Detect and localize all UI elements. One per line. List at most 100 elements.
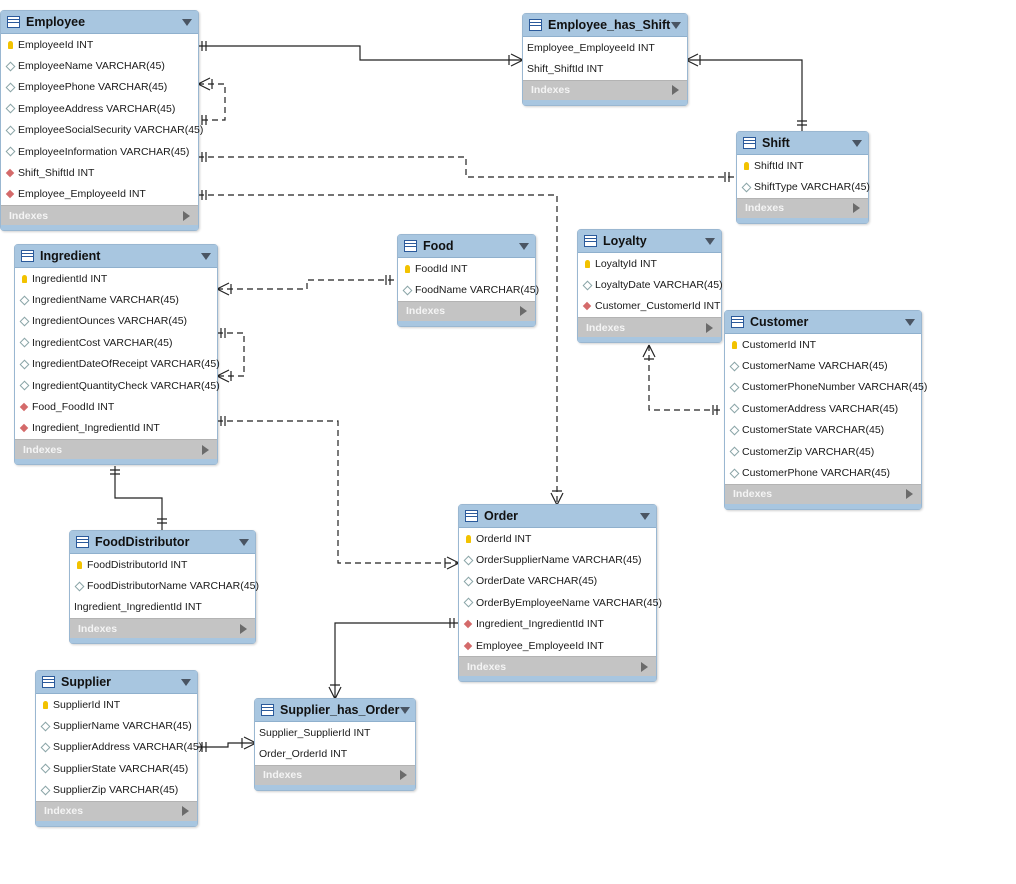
expand-arrow-icon[interactable] bbox=[906, 489, 913, 500]
column-row[interactable]: OrderByEmployeeName VARCHAR(45) bbox=[459, 592, 662, 613]
indexes-section[interactable]: Indexes bbox=[459, 656, 656, 677]
expand-arrow-icon[interactable] bbox=[182, 806, 189, 817]
expand-arrow-icon[interactable] bbox=[183, 210, 190, 221]
column-row[interactable]: EmployeeSocialSecurity VARCHAR(45) bbox=[1, 120, 203, 141]
expand-arrow-icon[interactable] bbox=[641, 661, 648, 672]
indexes-section[interactable]: Indexes bbox=[398, 300, 535, 321]
column-row[interactable]: EmployeeName VARCHAR(45) bbox=[1, 55, 198, 76]
collapse-arrow-icon[interactable] bbox=[671, 21, 681, 29]
expand-arrow-icon[interactable] bbox=[853, 203, 860, 214]
expand-arrow-icon[interactable] bbox=[520, 306, 527, 317]
column-row[interactable]: CustomerPhone VARCHAR(45) bbox=[725, 462, 921, 483]
table-header[interactable]: Supplier bbox=[36, 671, 197, 694]
column-row[interactable]: IngredientId INT bbox=[15, 268, 217, 289]
table-header[interactable]: FoodDistributor bbox=[70, 531, 255, 554]
column-row[interactable]: Ingredient_IngredientId INT bbox=[459, 614, 656, 635]
indexes-section[interactable]: Indexes bbox=[523, 79, 687, 100]
collapse-arrow-icon[interactable] bbox=[705, 237, 715, 245]
column-row[interactable]: FoodDistributorName VARCHAR(45) bbox=[70, 575, 259, 596]
collapse-arrow-icon[interactable] bbox=[239, 538, 249, 546]
indexes-section[interactable]: Indexes bbox=[255, 764, 415, 785]
column-row[interactable]: IngredientCost VARCHAR(45) bbox=[15, 332, 217, 353]
column-row[interactable]: IngredientOunces VARCHAR(45) bbox=[15, 311, 217, 332]
indexes-section[interactable]: Indexes bbox=[36, 800, 197, 821]
expand-arrow-icon[interactable] bbox=[400, 770, 407, 781]
expand-arrow-icon[interactable] bbox=[706, 322, 713, 333]
collapse-arrow-icon[interactable] bbox=[905, 318, 915, 326]
table-header[interactable]: Supplier_has_Order bbox=[255, 699, 415, 722]
column-row[interactable]: SupplierAddress VARCHAR(45) bbox=[36, 737, 202, 758]
column-row[interactable]: CustomerId INT bbox=[725, 334, 921, 355]
indexes-section[interactable]: Indexes bbox=[725, 483, 921, 504]
column-row[interactable]: ShiftType VARCHAR(45) bbox=[737, 176, 870, 197]
collapse-arrow-icon[interactable] bbox=[640, 512, 650, 520]
column-row[interactable]: IngredientName VARCHAR(45) bbox=[15, 289, 217, 310]
column-row[interactable]: EmployeeId INT bbox=[1, 34, 198, 55]
column-row[interactable]: OrderDate VARCHAR(45) bbox=[459, 571, 656, 592]
column-row[interactable]: Supplier_SupplierId INT bbox=[255, 722, 415, 743]
column-row[interactable]: OrderSupplierName VARCHAR(45) bbox=[459, 549, 656, 570]
collapse-arrow-icon[interactable] bbox=[852, 139, 862, 147]
column-row[interactable]: Order_OrderId INT bbox=[255, 743, 415, 764]
column-row[interactable]: Food_FoodId INT bbox=[15, 396, 217, 417]
indexes-section[interactable]: Indexes bbox=[578, 317, 721, 338]
column-row[interactable]: Employee_EmployeeId INT bbox=[459, 635, 656, 656]
column-row[interactable]: Employee_EmployeeId INT bbox=[523, 37, 687, 58]
column-row[interactable]: EmployeeInformation VARCHAR(45) bbox=[1, 141, 198, 162]
column-row[interactable]: Ingredient_IngredientId INT bbox=[70, 597, 255, 618]
column-row[interactable]: OrderId INT bbox=[459, 528, 656, 549]
table-header[interactable]: Order bbox=[459, 505, 656, 528]
column-row[interactable]: EmployeeAddress VARCHAR(45) bbox=[1, 98, 198, 119]
column-row[interactable]: IngredientDateOfReceipt VARCHAR(45) bbox=[15, 354, 220, 375]
column-row[interactable]: FoodName VARCHAR(45) bbox=[398, 279, 539, 300]
collapse-arrow-icon[interactable] bbox=[201, 252, 211, 260]
column-row[interactable]: SupplierState VARCHAR(45) bbox=[36, 758, 197, 779]
indexes-section[interactable]: Indexes bbox=[737, 197, 868, 218]
indexes-section[interactable]: Indexes bbox=[70, 618, 255, 639]
table-header[interactable]: Food bbox=[398, 235, 535, 258]
expand-arrow-icon[interactable] bbox=[672, 85, 679, 96]
column-row[interactable]: Employee_EmployeeId INT bbox=[1, 184, 198, 205]
column-row[interactable]: Shift_ShiftId INT bbox=[1, 162, 198, 183]
table-header[interactable]: Ingredient bbox=[15, 245, 217, 268]
collapse-arrow-icon[interactable] bbox=[182, 18, 192, 26]
column-row[interactable]: CustomerAddress VARCHAR(45) bbox=[725, 398, 921, 419]
expand-arrow-icon[interactable] bbox=[240, 623, 247, 634]
column-row[interactable]: CustomerPhoneNumber VARCHAR(45) bbox=[725, 377, 927, 398]
expand-arrow-icon[interactable] bbox=[202, 444, 209, 455]
collapse-arrow-icon[interactable] bbox=[399, 706, 410, 714]
column-row[interactable]: SupplierId INT bbox=[36, 694, 197, 715]
column-row[interactable]: Customer_CustomerId INT bbox=[578, 296, 721, 317]
column-row[interactable]: EmployeePhone VARCHAR(45) bbox=[1, 77, 198, 98]
column-row[interactable]: SupplierZip VARCHAR(45) bbox=[36, 780, 197, 801]
column-row[interactable]: CustomerState VARCHAR(45) bbox=[725, 420, 921, 441]
table-header[interactable]: Employee bbox=[1, 11, 198, 34]
column-row[interactable]: Ingredient_IngredientId INT bbox=[15, 418, 217, 439]
collapse-arrow-icon[interactable] bbox=[181, 678, 191, 686]
table-header[interactable]: Employee_has_Shift bbox=[523, 14, 687, 37]
column-row[interactable]: CustomerName VARCHAR(45) bbox=[725, 355, 921, 376]
column-row[interactable]: FoodDistributorId INT bbox=[70, 554, 255, 575]
column-row[interactable]: SupplierName VARCHAR(45) bbox=[36, 715, 197, 736]
table-header[interactable]: Shift bbox=[737, 132, 868, 155]
indexes-section[interactable]: Indexes bbox=[1, 205, 198, 226]
column-row[interactable]: CustomerZip VARCHAR(45) bbox=[725, 441, 921, 462]
collapse-arrow-icon[interactable] bbox=[519, 242, 529, 250]
column-row[interactable]: FoodId INT bbox=[398, 258, 535, 279]
column-row[interactable]: LoyaltyDate VARCHAR(45) bbox=[578, 274, 723, 295]
table-header[interactable]: Customer bbox=[725, 311, 921, 334]
table-header[interactable]: Loyalty bbox=[578, 230, 721, 253]
column-row[interactable]: Shift_ShiftId INT bbox=[523, 58, 687, 79]
column-row[interactable]: ShiftId INT bbox=[737, 155, 868, 176]
